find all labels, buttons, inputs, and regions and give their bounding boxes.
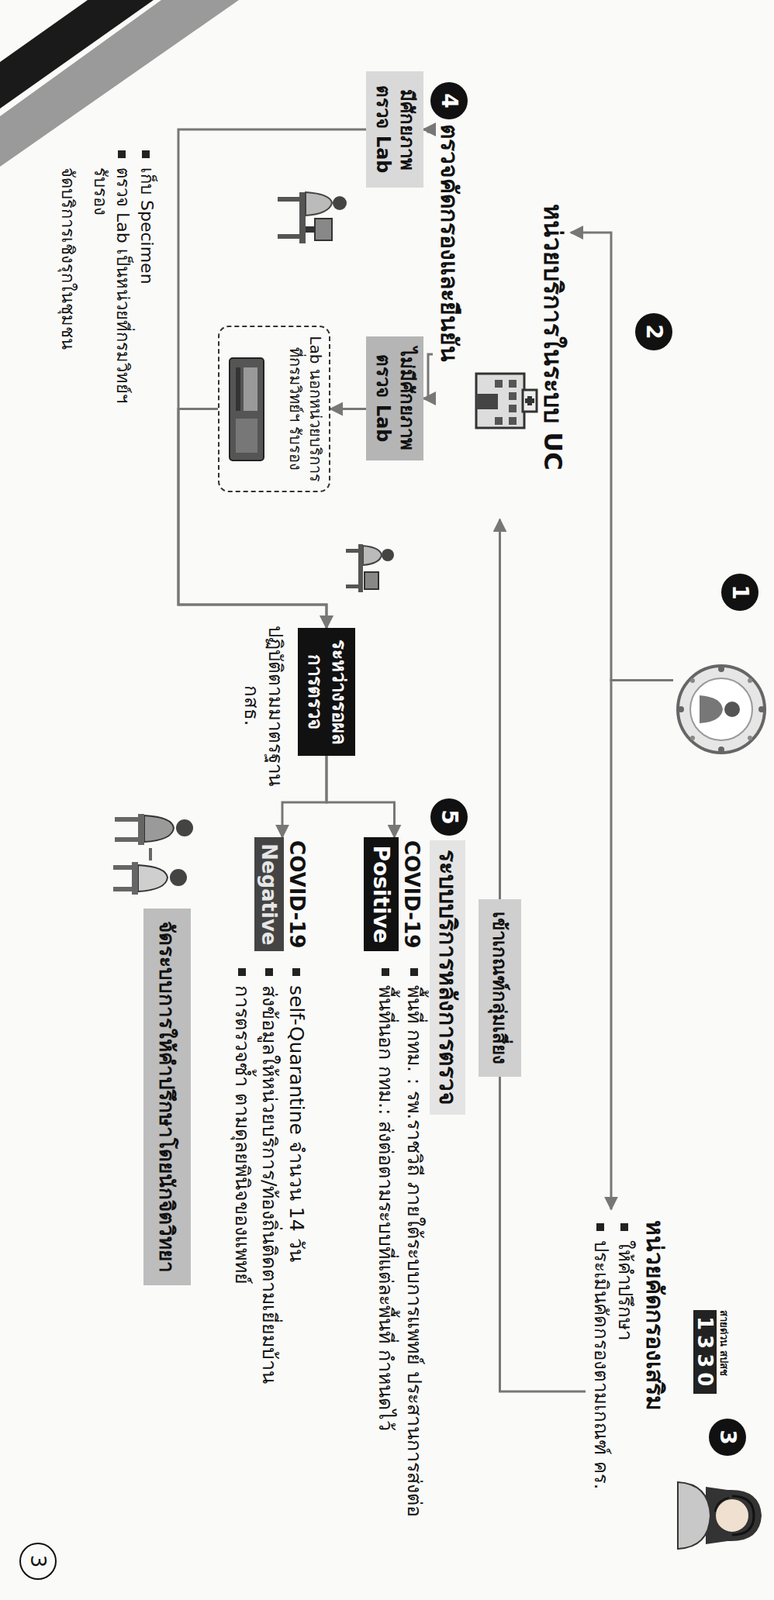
callout-number: 2 [635, 313, 673, 351]
bullet-note: การตรวจซ้ำ ตามดุลยพินิจของแพทย์ [229, 965, 256, 1579]
node-text: หน่วยคัดกรองเสริม [639, 1220, 671, 1570]
bullet-note: พื้นที่ กทม. : รพ.ราชวิถี ภายใต้ระบบการแ… [401, 965, 428, 1579]
node-text: Lab นอกหน่วยบริการ ที่กรมวิทย์ฯ รับรอง [285, 333, 326, 485]
connector [326, 756, 395, 838]
callout-number: 5 [430, 798, 468, 837]
node-text: ระบบบริการหลังการตรวจ [431, 850, 464, 1106]
step-picture-node: 1 [673, 573, 768, 788]
hotline-number: 1330 [693, 1310, 717, 1395]
section-heading: ตรวจคัดกรองและยืนยัน [432, 124, 466, 363]
waiting-box: ระหว่างรอผล การตรวจ [297, 628, 356, 757]
node-text: 1 [721, 573, 759, 612]
callout-number: 3 [708, 1419, 747, 1457]
lab-worker-picture [277, 192, 347, 244]
bullet-note: ส่งข้อมูลให้หน่วยบริการ/ท้องถิ่นติดตามเย… [256, 965, 283, 1579]
node-text: Negative [254, 837, 284, 952]
node-text: ระหว่างรอผล การตรวจ [302, 632, 351, 752]
bullet-note: self-Quarantine จำนวน 14 วัน [283, 965, 310, 1579]
bullet-note: พื้นที่นอก กทม.: ส่งต่อตามระบบที่แต่ละพื… [373, 965, 399, 1579]
bullet-note: เก็บ Specimen [134, 147, 158, 412]
node-text: มีศักยภาพตรวจ Lab [370, 76, 419, 184]
node-text: Positive [363, 837, 399, 952]
extra-screening-node: หน่วยคัดกรองเสริมให้คำปรึกษาประเมินคัดกร… [585, 1209, 674, 1575]
connector [611, 680, 674, 1211]
service-unit-node: หน่วยบริการในระบบ UC [471, 155, 571, 520]
process-box: มีศักยภาพตรวจ Lab [366, 71, 424, 188]
connector [423, 129, 433, 132]
hospital-icon [476, 373, 537, 429]
connector [423, 354, 433, 399]
bullet-note: ตรวจ Lab เป็นหน่วยที่กรมวิทย์ฯ รับรอง [89, 147, 134, 412]
counselling-band: จัดระบบการให้คำปรึกษาโดยนักจิตวิทยา [143, 908, 191, 1286]
note-text: จัดบริการเชิงรุกในชุมชน [55, 167, 79, 416]
connector [330, 407, 367, 411]
callout-number: 4 [430, 82, 468, 120]
node-text: ประเมินคัดกรองตามเกณฑ์ คร. [588, 1220, 613, 1570]
process-box: ไม่มีศักยภาพ ตรวจ Lab [366, 336, 424, 461]
section-heading: ระบบบริการหลังการตรวจ [429, 840, 466, 1116]
connector [178, 129, 367, 629]
result-badge: COVID-19Positive [363, 837, 426, 952]
result-badge: COVID-19Negative [254, 837, 311, 952]
hotline-caption: สายด่วน สปสช [715, 1310, 733, 1377]
lab-machine-picture [229, 358, 264, 461]
dashed-lab-box: Lab นอกหน่วยบริการ ที่กรมวิทย์ฯ รับรอง [217, 325, 331, 493]
node-text: ไม่มีศักยภาพ ตรวจ Lab [370, 341, 419, 457]
note-text: ปฏิบัติตามมาตรฐาน กสธ. [238, 620, 287, 792]
node-text: ตรวจคัดกรองและยืนยัน [432, 124, 466, 363]
node-text: COVID-19 [283, 837, 311, 952]
risk-group-band: เข้าเกณฑ์กลุ่มเสี่ยง [478, 899, 522, 1078]
call-center-picture [677, 1482, 762, 1550]
connector [282, 756, 327, 838]
connector [498, 519, 502, 900]
node-text: ให้คำปรึกษา [612, 1220, 637, 1570]
connector [500, 1077, 587, 1393]
node-text: COVID-19 [398, 837, 426, 952]
page-number: 3 [19, 1543, 57, 1581]
clock-picture [677, 666, 765, 754]
node-text: เข้าเกณฑ์กลุ่มเสี่ยง [484, 912, 515, 1065]
node-text: จัดระบบการให้คำปรึกษาโดยนักจิตวิทยา [151, 921, 184, 1274]
node-text: หน่วยบริการในระบบ UC [538, 155, 571, 520]
lab-worker-picture [345, 544, 394, 593]
connector [570, 232, 674, 681]
counselling-picture [113, 814, 194, 895]
